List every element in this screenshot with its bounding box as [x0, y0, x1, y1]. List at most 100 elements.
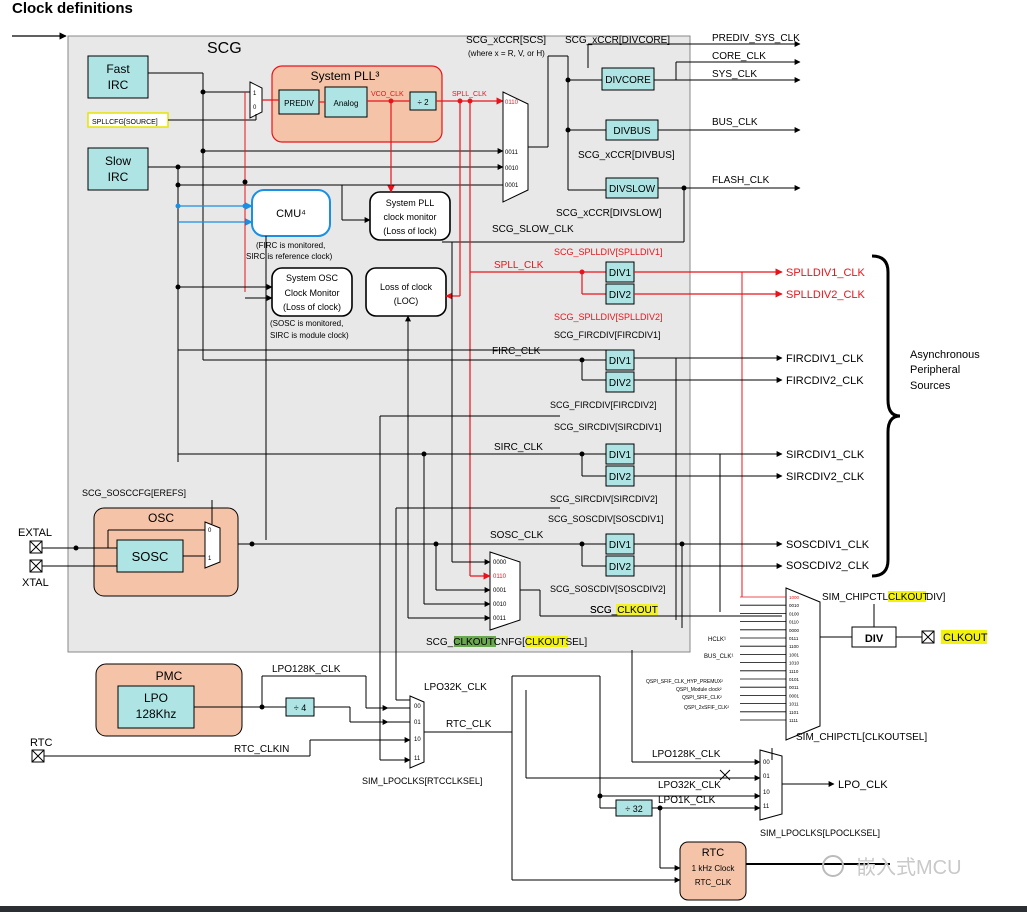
- svg-text:PREDIV: PREDIV: [284, 99, 314, 108]
- osc-mux: [204, 521, 221, 569]
- rtc-block: [679, 841, 747, 901]
- svg-text:DIV1: DIV1: [609, 356, 632, 367]
- svg-text:0001: 0001: [505, 183, 519, 189]
- svg-text:OSC: OSC: [148, 511, 174, 525]
- sim-mux-input-label: 1101: [789, 710, 799, 715]
- sim-mux-input-label: 1001: [789, 652, 800, 657]
- divcore-block: [601, 67, 655, 91]
- svg-text:SIRC is reference clock): SIRC is reference clock): [246, 252, 333, 261]
- svg-text:÷ 4: ÷ 4: [294, 703, 306, 713]
- scg-slow-clk-label: SCG_SLOW_CLK: [492, 224, 574, 235]
- wechat-icon: [822, 855, 844, 877]
- sys-clk-label: SYS_CLK: [712, 69, 757, 80]
- lpo-block: [117, 685, 195, 729]
- svg-text:clock monitor: clock monitor: [383, 212, 436, 222]
- svg-text:00: 00: [763, 760, 770, 766]
- sircdiv2-clk-label: SIRCDIV2_CLK: [786, 471, 865, 483]
- slow-irc-label: Slow: [105, 154, 131, 168]
- xccr-divslow-label: SCG_xCCR[DIVSLOW]: [556, 208, 662, 219]
- fast-irc-block: [87, 55, 149, 99]
- svg-text:0: 0: [253, 105, 257, 111]
- svg-text:0010: 0010: [505, 166, 519, 172]
- clkoutcnfg-label: SCG_CLKOUTCNFG[CLKOUTSEL]: [426, 637, 587, 648]
- svg-text:01: 01: [414, 720, 421, 726]
- splldiv1-clk-label: SPLLDIV1_CLK: [786, 267, 866, 279]
- async-label: Asynchronous: [910, 349, 980, 361]
- cmu-block: [251, 189, 331, 237]
- svg-text:BUS_CLK¹: BUS_CLK¹: [704, 654, 733, 660]
- soscdiv1-header: SCG_SOSCDIV[SOSCDIV1]: [548, 514, 664, 524]
- analog-block: [324, 86, 368, 118]
- svg-text:1 kHz Clock: 1 kHz Clock: [692, 864, 736, 873]
- sim-clkoutsel-label: SIM_CHIPCTL[CLKOUTSEL]: [796, 732, 927, 743]
- svg-text:DIVBUS: DIVBUS: [613, 126, 651, 137]
- splldiv1-header: SCG_SPLLDIV[SPLLDIV1]: [554, 247, 663, 257]
- core-clk-label: CORE_CLK: [712, 51, 766, 62]
- sirc-clk-label: SIRC_CLK: [494, 442, 543, 453]
- sircdiv2-header: SCG_SIRCDIV[SIRCDIV2]: [550, 494, 658, 504]
- slow-irc-block: [87, 147, 149, 191]
- svg-text:Peripheral: Peripheral: [910, 364, 960, 376]
- lpo-lpo32k-label: LPO32K_CLK: [658, 780, 721, 791]
- xccr-scs-label: SCG_xCCR[SCS]: [466, 35, 546, 46]
- svg-text:LPO: LPO: [144, 691, 168, 705]
- sosc-clk-label: SOSC_CLK: [490, 530, 544, 541]
- rtc-clkin-label: RTC_CLKIN: [234, 744, 289, 755]
- svg-text:DIV1: DIV1: [609, 268, 632, 279]
- fircdiv2-clk-label: FIRCDIV2_CLK: [786, 375, 864, 387]
- lpo-lpo1k-label: LPO1K_CLK: [658, 795, 716, 806]
- loc-block: [365, 267, 447, 317]
- splldiv2-clk-label: SPLLDIV2_CLK: [786, 289, 866, 301]
- svg-text:(SOSC is monitored,: (SOSC is monitored,: [270, 319, 343, 328]
- sim-mux-input-label: 1011: [789, 702, 799, 707]
- fast-irc-label2: IRC: [108, 78, 129, 92]
- sircdiv1-clk-label: SIRCDIV1_CLK: [786, 449, 865, 461]
- svg-text:Loss of clock: Loss of clock: [380, 282, 433, 292]
- fircdiv2-header: SCG_FIRCDIV[FIRCDIV2]: [550, 400, 657, 410]
- svg-text:0: 0: [208, 528, 212, 534]
- svg-text:SOSC: SOSC: [132, 549, 169, 564]
- rtcclksel-mux: [409, 695, 425, 769]
- system-pll-title: System PLL³: [311, 69, 380, 83]
- cmu-label: CMU⁴: [276, 208, 306, 220]
- svg-text:DIV1: DIV1: [609, 540, 632, 551]
- fircdiv1-header: SCG_FIRCDIV[FIRCDIV1]: [554, 330, 661, 340]
- extal-label: EXTAL: [18, 527, 52, 539]
- svg-text:QSPI_2xSFIF_CLK²: QSPI_2xSFIF_CLK²: [684, 705, 729, 711]
- scg-label: SCG: [207, 40, 242, 57]
- sosccfg-label: SCG_SOSCCFG[EREFS]: [82, 488, 186, 498]
- splldiv2-header: SCG_SPLLDIV[SPLLDIV2]: [554, 312, 663, 322]
- svg-text:PMC: PMC: [156, 669, 183, 683]
- sim-clkoutdiv-label: SIM_CHIPCTL[: [822, 592, 891, 603]
- bus-clk-label: BUS_CLK: [712, 117, 758, 128]
- sim-mux-input-label: 0100: [789, 611, 800, 616]
- sim-mux-input-label: 0111: [789, 636, 799, 641]
- clkout-label: CLKOUT: [943, 632, 988, 644]
- pll-source-mux: [249, 81, 263, 119]
- sim-mux-input-label: 1111: [789, 718, 799, 723]
- svg-text:(LOC): (LOC): [394, 296, 419, 306]
- svg-text:0011: 0011: [505, 150, 519, 156]
- svg-text:DIVSLOW: DIVSLOW: [609, 184, 656, 195]
- sim-clkout-mux: [785, 587, 821, 741]
- svg-text:SIRC is module clock): SIRC is module clock): [270, 331, 349, 340]
- slow-irc-label2: IRC: [108, 170, 129, 184]
- sim-mux-input-label: 0101: [789, 677, 800, 682]
- watermark: 嵌入式MCU: [856, 856, 962, 879]
- fircdiv1-block: [605, 349, 635, 371]
- lpo-clk-label: LPO_CLK: [838, 779, 888, 791]
- soscdiv2-header: SCG_SOSCDIV[SOSCDIV2]: [550, 584, 666, 594]
- svg-text:0011: 0011: [493, 616, 507, 622]
- svg-text:DIV1: DIV1: [609, 450, 632, 461]
- spllcfg-source-label: SPLLCFG[SOURCE]: [92, 119, 158, 126]
- svg-text:11: 11: [763, 804, 770, 810]
- sim-mux-input-label: 1000: [789, 595, 800, 600]
- svg-text:QSPI_SFIF_CLK_HYP_PREMUX²: QSPI_SFIF_CLK_HYP_PREMUX²: [646, 679, 723, 685]
- svg-text:Sources: Sources: [910, 380, 951, 392]
- svg-text:0110: 0110: [493, 574, 507, 580]
- page-title: Clock definitions: [12, 0, 133, 17]
- svg-text:00: 00: [414, 704, 421, 710]
- xtal-label: XTAL: [22, 577, 49, 589]
- rtc-clk-label: RTC_CLK: [446, 719, 492, 730]
- sim-mux-inputs: 1000001001000110000001111100100110101110…: [740, 595, 800, 723]
